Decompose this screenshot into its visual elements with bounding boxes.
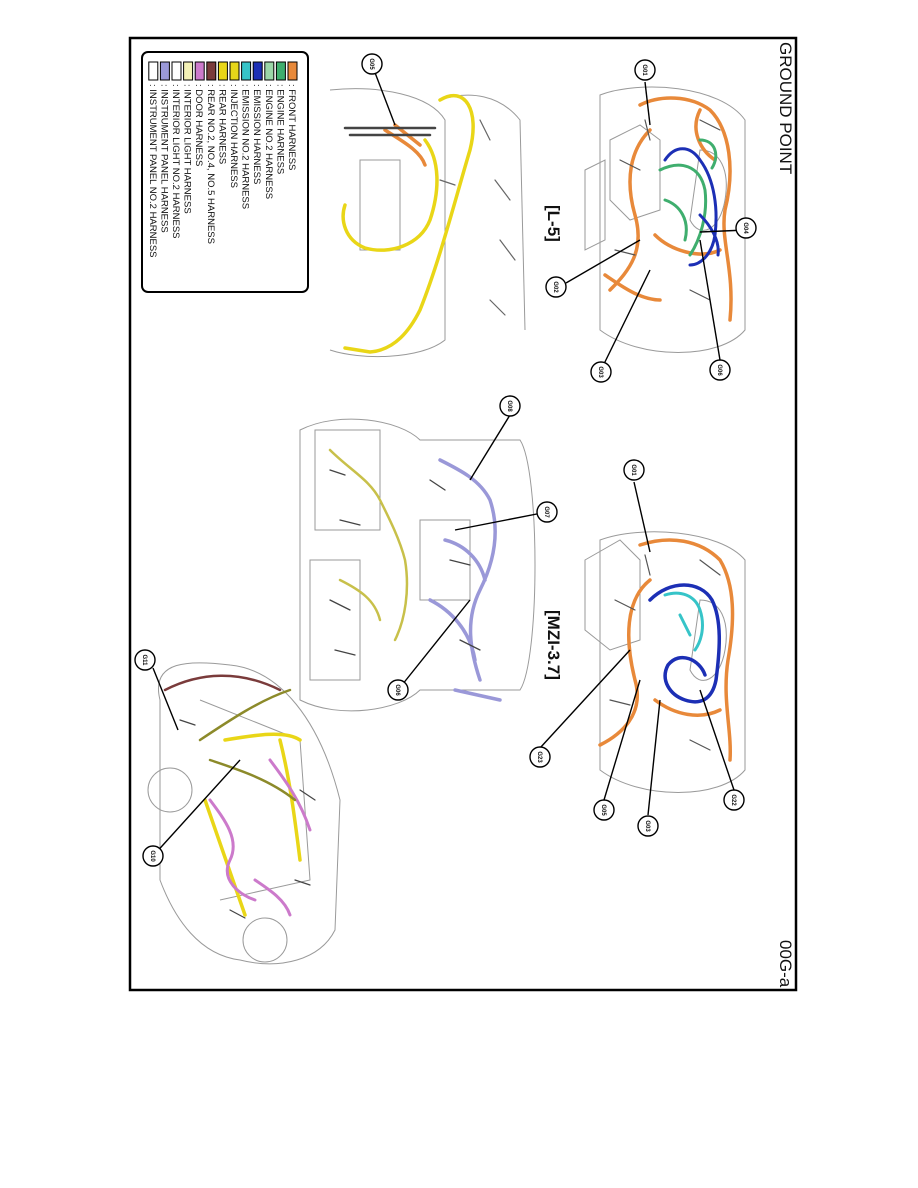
ground-point-g07: G07	[536, 501, 558, 523]
legend-item-ip2: : INSTRUMENT PANEL NO.2 HARNESS	[147, 61, 159, 258]
legend-label: : REAR NO.2, NO.4, NO.5 HARNESS	[205, 84, 216, 244]
instrument-panel-diagram	[299, 418, 536, 712]
legend-label: : ENGINE NO.2 HARNESS	[263, 84, 274, 199]
legend-label: : INTERIOR LIGHT HARNESS	[182, 84, 193, 214]
figure-code: 00G-a	[776, 940, 795, 988]
legend-item-injection: : INJECTION HARNESS	[228, 61, 240, 188]
ground-point-g03-mzi: G03	[637, 815, 659, 837]
legend-item-emission: : EMISSION HARNESS	[251, 61, 263, 184]
legend-label: : FRONT HARNESS	[286, 84, 297, 170]
l5-rear-harness-diagram	[329, 88, 526, 358]
ground-point-g01-l5: G01	[634, 59, 656, 81]
body-ground-callouts	[152, 667, 241, 857]
svg-text:G10: G10	[149, 850, 155, 862]
legend-label: : EMISSION NO.2 HARNESS	[240, 84, 251, 209]
ground-point-g23-mzi: G23	[529, 746, 551, 768]
legend-item-interior: : INTERIOR LIGHT HARNESS	[182, 61, 194, 214]
ground-point-g22-mzi: G22	[723, 789, 745, 811]
legend-label: : DOOR HARNESS	[193, 84, 204, 166]
legend-swatch	[252, 61, 263, 81]
ground-point-g08: G08	[499, 395, 521, 417]
ground-point-g06-ip: G06	[387, 679, 409, 701]
ground-point-g11: G11	[134, 649, 156, 671]
ground-point-g01-mzi: G01	[623, 459, 645, 481]
legend-swatch	[287, 61, 298, 81]
ground-point-g06-l5: G06	[709, 359, 731, 381]
legend-item-emission2: : EMISSION NO.2 HARNESS	[240, 61, 252, 209]
legend-swatch	[206, 61, 217, 81]
legend-swatch	[171, 61, 182, 81]
page-title: GROUND POINT	[776, 42, 795, 174]
legend-label: : INSTRUMENT PANEL NO.2 HARNESS	[147, 84, 158, 258]
ground-point-g02-l5: G02	[545, 276, 567, 298]
svg-text:G03: G03	[644, 820, 650, 832]
legend-swatch	[159, 61, 170, 81]
l5-rear-ground-callout	[373, 69, 396, 126]
legend-item-ip: : INSTRUMENT PANEL HARNESS	[158, 61, 170, 233]
legend-swatch	[194, 61, 205, 81]
legend-label: : REAR HARNESS	[216, 84, 227, 164]
legend-swatch	[264, 61, 275, 81]
svg-text:G05: G05	[368, 58, 374, 70]
legend-item-door: : DOOR HARNESS	[193, 61, 205, 166]
legend-label: : EMISSION HARNESS	[251, 84, 262, 184]
harness-legend: : FRONT HARNESS: ENGINE HARNESS: ENGINE …	[141, 51, 309, 293]
svg-text:G07: G07	[543, 506, 549, 518]
legend-swatch	[217, 61, 228, 81]
svg-text:G02: G02	[552, 281, 558, 293]
svg-text:G08: G08	[506, 400, 512, 412]
ground-point-g03-l5: G03	[590, 361, 612, 383]
legend-label: : ENGINE HARNESS	[274, 84, 285, 174]
legend-item-engine2: : ENGINE NO.2 HARNESS	[263, 61, 275, 199]
body-door-harness-diagram	[147, 662, 341, 965]
legend-swatch	[241, 61, 252, 81]
l5-engine-bay-diagram	[584, 86, 746, 353]
svg-text:G11: G11	[141, 654, 147, 666]
svg-text:G01: G01	[641, 64, 647, 76]
mzi-engine-bay-diagram	[584, 531, 746, 793]
svg-text:G01: G01	[630, 464, 636, 476]
svg-text:G06: G06	[716, 364, 722, 376]
legend-item-front: : FRONT HARNESS	[286, 61, 298, 170]
legend-item-rear2: : REAR NO.2, NO.4, NO.5 HARNESS	[205, 61, 217, 244]
legend-label: : INTERIOR LIGHT NO.2 HARNESS	[170, 84, 181, 239]
svg-text:G23: G23	[536, 751, 542, 763]
svg-text:G03: G03	[597, 366, 603, 378]
ground-point-g05-l5: G05	[361, 53, 383, 75]
svg-text:G22: G22	[730, 794, 736, 806]
ground-point-g10: G10	[142, 845, 164, 867]
svg-text:G05: G05	[600, 804, 606, 816]
ground-point-g05-mzi: G05	[593, 799, 615, 821]
legend-label: : INJECTION HARNESS	[228, 84, 239, 188]
svg-text:G06: G06	[394, 684, 400, 696]
svg-text:G04: G04	[742, 222, 748, 234]
variant-label-l5: [L-5]	[544, 205, 563, 242]
legend-item-interior2: : INTERIOR LIGHT NO.2 HARNESS	[170, 61, 182, 239]
legend-item-rear: : REAR HARNESS	[216, 61, 228, 164]
variant-label-mzi: [MZI-3.7]	[544, 610, 563, 680]
legend-swatch	[229, 61, 240, 81]
legend-label: : INSTRUMENT PANEL HARNESS	[158, 84, 169, 233]
legend-swatch	[148, 61, 159, 81]
ground-point-g04-l5: G04	[735, 217, 757, 239]
legend-swatch	[183, 61, 194, 81]
instrument-panel-ground-callouts	[397, 414, 548, 691]
legend-item-engine: : ENGINE HARNESS	[274, 61, 286, 174]
mzi-ground-callouts	[539, 481, 735, 816]
legend-swatch	[275, 61, 286, 81]
